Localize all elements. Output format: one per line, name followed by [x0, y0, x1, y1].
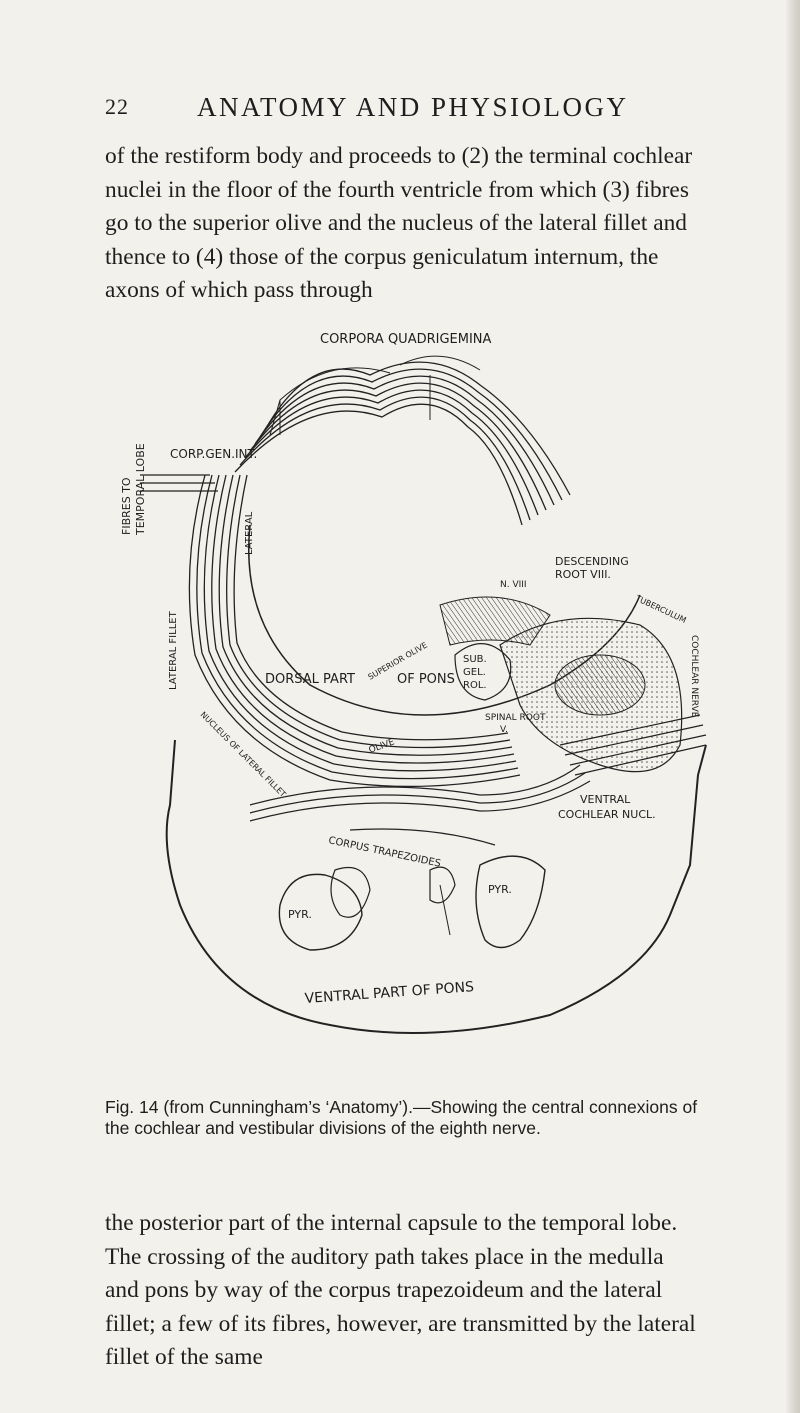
- page-number: 22: [105, 94, 129, 119]
- label-fibres-to: FIBRES TO: [120, 477, 133, 535]
- label-nucleus-of-lateral-fillet: NUCLEUS OF LATERAL FILLET: [199, 710, 288, 799]
- label-cochlear-nerve-group: COCHLEAR NERVE: [689, 635, 699, 718]
- label-n-viii: N. VIII: [500, 580, 527, 590]
- label-gel: GEL.: [463, 667, 486, 678]
- label-corpus-trapezoides: CORPUS TRAPEZOIDES: [327, 835, 441, 870]
- label-lateral-arch: LATERAL: [244, 511, 255, 555]
- label-ventral: VENTRAL: [580, 793, 631, 806]
- label-dorsal-part: DORSAL PART: [265, 672, 355, 687]
- pyramid-left: [278, 873, 363, 951]
- label-ventral-part-of-pons: VENTRAL PART OF PONS: [304, 979, 474, 1007]
- temporal-fibres: [140, 474, 218, 492]
- trapezoid-fibres: [249, 764, 591, 846]
- quadrigemina-fibres: [234, 361, 571, 526]
- paragraph-top: of the restiform body and proceeds to (2…: [105, 143, 693, 303]
- label-spinal-root-v: V.: [500, 725, 508, 735]
- label-corpora-quadrigemina: CORPORA QUADRIGEMINA: [320, 332, 492, 347]
- label-root-viii: ROOT VIII.: [555, 568, 611, 581]
- midline: [439, 884, 451, 936]
- nuclei-region: [439, 596, 707, 776]
- label-olive: OLIVE: [368, 737, 397, 756]
- lateral-fillet-bundle: [188, 474, 521, 788]
- label-descending: DESCENDING: [555, 555, 629, 568]
- label-cochlear-nerve: COCHLEAR NERVE: [689, 635, 699, 718]
- label-fibres-to-temporal-lobe-group: FIBRES TO TEMPORAL LOBE: [120, 443, 147, 536]
- label-lateral-fillet-left: LATERAL FILLET: [168, 610, 179, 690]
- label-pyr-right: PYR.: [488, 883, 512, 896]
- label-rol: ROL.: [463, 680, 487, 691]
- quadrigemina-caps: [269, 355, 481, 436]
- label-ventral-cochlear-nucl: COCHLEAR NUCL.: [558, 808, 656, 821]
- running-head: 22 ANATOMY AND PHYSIOLOGY: [105, 92, 705, 128]
- figure-14: CORPORA QUADRIGEMINA FIBRES TO TEMPORAL …: [100, 325, 720, 1095]
- pyramid-right: [475, 855, 546, 949]
- brainstem-outline: [165, 739, 707, 1034]
- paragraph-bottom: the posterior part of the internal capsu…: [105, 1210, 696, 1370]
- olive-right: [429, 866, 456, 904]
- label-lateral-arch-group: LATERAL: [244, 511, 255, 555]
- label-tuberculum: TUBERCULUM: [633, 593, 687, 625]
- label-pyr-left: PYR.: [288, 908, 312, 921]
- sub-gel-rol-outline: [454, 643, 512, 701]
- page-edge-shadow: [786, 0, 800, 1413]
- figure-caption: Fig. 14 (from Cunningham’s ‘Anatomy’).—S…: [105, 1097, 698, 1138]
- running-head-title: ANATOMY AND PHYSIOLOGY: [197, 92, 629, 122]
- label-sub: SUB.: [463, 654, 487, 665]
- label-corp-gen-int: CORP.GEN.INT.: [170, 447, 257, 461]
- label-temporal-lobe: TEMPORAL LOBE: [134, 443, 147, 536]
- label-of-pons: OF PONS: [397, 672, 455, 687]
- label-spinal-root: SPINAL ROOT: [485, 713, 546, 723]
- olive-left: [330, 866, 371, 918]
- cochlear-pathway-diagram: CORPORA QUADRIGEMINA FIBRES TO TEMPORAL …: [120, 332, 707, 1034]
- label-lateral-fillet-left-group: LATERAL FILLET: [168, 610, 179, 690]
- label-nucleus-lateral-fillet-group: NUCLEUS OF LATERAL FILLET: [199, 710, 288, 799]
